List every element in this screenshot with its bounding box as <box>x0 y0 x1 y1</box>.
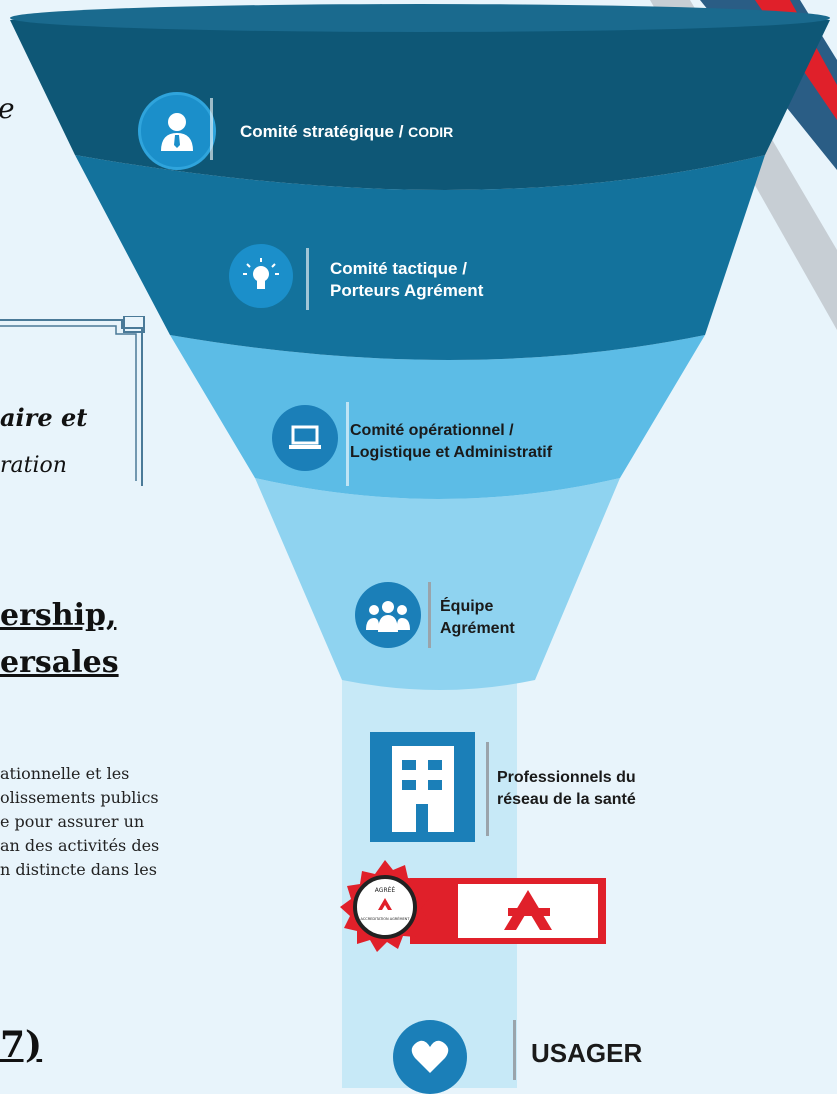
level-3-label: Comité opérationnel / Logistique et Admi… <box>350 420 552 464</box>
level-3-label-line-2: Logistique et Administratif <box>350 444 553 461</box>
level-2-label-line-1: Comité tactique / <box>330 259 467 278</box>
level-1-label: Comité stratégique / CODIR <box>240 121 453 143</box>
level-4-label-line-2: Agrément <box>440 620 515 637</box>
section-heading-line-1: ership, <box>0 598 117 633</box>
level-5-label-line-2: réseau de la santé <box>497 791 636 808</box>
level-2-label: Comité tactique / Porteurs Agrément <box>330 258 483 302</box>
level-5-label: Professionnels du réseau de la santé <box>497 767 636 811</box>
badge-top-text: AGRÉÉ <box>375 886 396 894</box>
box-text-line-1: aire et <box>0 403 88 432</box>
section-heading-line-2: ersales <box>0 645 119 680</box>
level-5-label-line-1: Professionnels du <box>497 769 636 786</box>
level-4-label: Équipe Agrément <box>440 596 515 640</box>
building-icon <box>370 732 475 842</box>
level-7-label: USAGER <box>531 1038 643 1068</box>
laptop-icon <box>272 405 338 471</box>
body-text-line: n distincte dans les <box>0 860 157 879</box>
funnel-level-4 <box>255 478 620 690</box>
level-2-label-line-2: Porteurs Agrément <box>330 281 484 300</box>
separator <box>346 402 349 486</box>
separator <box>428 582 431 648</box>
separator <box>306 248 309 310</box>
text-fragment-top: e <box>0 92 15 125</box>
separator <box>513 1020 516 1080</box>
body-text-line: ationnelle et les <box>0 764 130 783</box>
box-text-line-2: ration <box>0 453 67 478</box>
level-4-label-line-1: Équipe <box>440 598 494 615</box>
user-icon <box>138 92 216 170</box>
funnel-level-1 <box>10 5 830 190</box>
funnel-rim <box>10 4 830 32</box>
body-text-line: olissements publics <box>0 788 159 807</box>
decorative-frame <box>0 316 145 486</box>
level-1-label-main: Comité stratégique / <box>240 122 409 141</box>
group-icon <box>355 582 421 648</box>
funnel-level-2 <box>75 155 765 360</box>
heart-icon <box>393 1020 467 1094</box>
separator <box>210 98 213 160</box>
lightbulb-icon <box>229 244 293 308</box>
body-text-line: an des activités des <box>0 836 160 855</box>
level-1-label-small: CODIR <box>408 124 454 140</box>
level-3-label-line-1: Comité opérationnel / <box>350 422 514 439</box>
body-text-line: e pour assurer un <box>0 812 145 831</box>
separator <box>486 742 489 836</box>
accreditation-badge: AGRÉÉ ACCREDITATION AGRÉMENT <box>340 860 606 952</box>
badge-bottom-text: ACCREDITATION AGRÉMENT <box>361 916 411 921</box>
section-number-fragment: 7) <box>0 1024 43 1066</box>
